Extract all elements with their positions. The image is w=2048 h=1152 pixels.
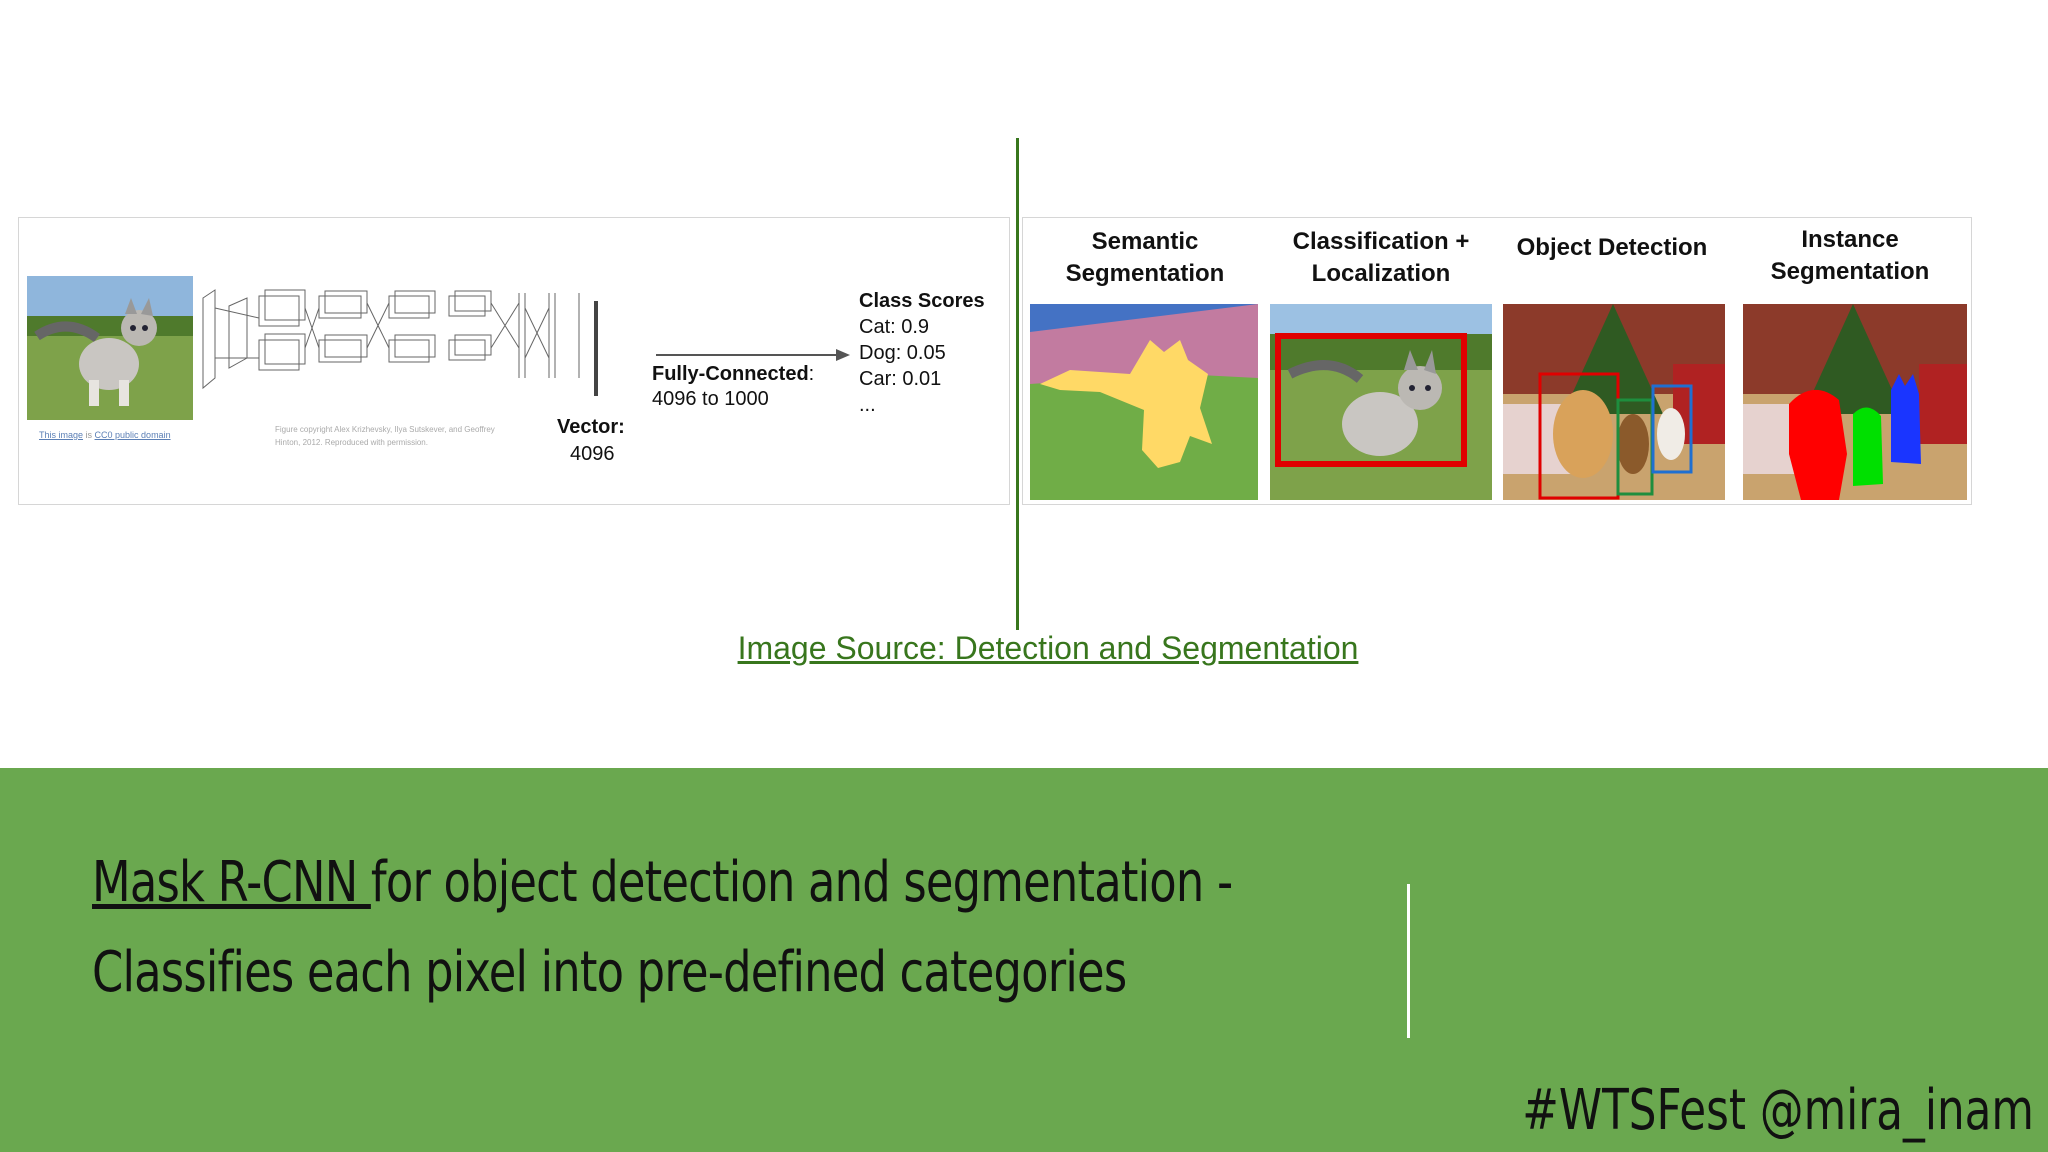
figure-copyright: Figure copyright Alex Krizhevsky, Ilya S… xyxy=(275,423,505,449)
caption-divider xyxy=(1407,884,1410,1038)
vector-value: 4096 xyxy=(570,443,615,466)
fully-connected-value: 4096 to 1000 xyxy=(652,388,769,411)
fully-connected-label: Fully-Connected: xyxy=(652,363,814,386)
task-title-instance: Instance Segmentation xyxy=(1735,224,1965,288)
score-item: ... xyxy=(859,392,985,418)
event-hashtag: #WTSFest @mira_inam xyxy=(1522,1078,2034,1143)
score-item: Car: 0.01 xyxy=(859,366,985,392)
task-title-semantic: Semantic Segmentation xyxy=(1030,226,1260,290)
photo-credit: This image is CC0 public domain xyxy=(39,430,171,440)
cnn-classification-figure: This image is CC0 public domain Figure c… xyxy=(18,217,1010,505)
task-title-classification: Classification + Localization xyxy=(1266,226,1496,290)
photo-credit-link[interactable]: This image xyxy=(39,430,83,440)
image-source-link[interactable]: Image Source: Detection and Segmentation xyxy=(0,630,2048,667)
right-arrow-icon xyxy=(654,345,854,365)
score-item: Cat: 0.9 xyxy=(859,314,985,340)
class-scores-title: Class Scores xyxy=(859,288,985,314)
task-title-detection: Object Detection xyxy=(1497,232,1727,264)
center-divider xyxy=(1016,138,1019,630)
caption-line-2: Classifies each pixel into pre-defined c… xyxy=(92,928,1452,1018)
cnn-architecture-diagram xyxy=(199,288,589,398)
vector-bar xyxy=(594,301,598,396)
semantic-segmentation-image xyxy=(1030,304,1258,500)
object-detection-image xyxy=(1503,304,1725,500)
score-item: Dog: 0.05 xyxy=(859,340,985,366)
vision-tasks-figure: Semantic Segmentation Classification + L… xyxy=(1022,217,1972,505)
kitten-photo xyxy=(27,276,193,420)
license-link[interactable]: CC0 public domain xyxy=(95,430,171,440)
vector-label: Vector: xyxy=(557,416,625,439)
mask-rcnn-link[interactable]: Mask R-CNN xyxy=(92,850,371,915)
instance-segmentation-image xyxy=(1743,304,1967,500)
caption-line-1: Mask R-CNN for object detection and segm… xyxy=(92,838,1452,928)
slide-caption: Mask R-CNN for object detection and segm… xyxy=(92,838,1452,1018)
classification-localization-image xyxy=(1270,304,1492,500)
class-scores: Class Scores Cat: 0.9 Dog: 0.05 Car: 0.0… xyxy=(859,288,985,418)
